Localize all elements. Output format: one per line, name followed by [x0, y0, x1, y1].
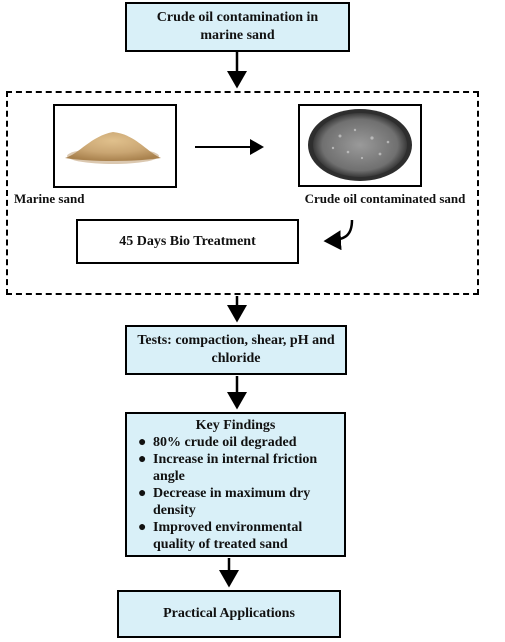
arrow-contaminated-to-treatment — [323, 219, 354, 251]
bullet-icon: ● — [138, 435, 147, 450]
contaminated-sand-caption: Crude oil contaminated sand — [304, 191, 466, 206]
finding-item: ●Increase in internal friction angle — [138, 452, 318, 484]
contaminated-sand-image — [298, 104, 422, 187]
petri-dish-icon — [308, 109, 412, 181]
finding-item: ●80% crude oil degraded — [138, 435, 297, 450]
bullet-icon: ● — [138, 520, 147, 535]
finding-item: ●Decrease in maximum dry density — [138, 486, 311, 518]
contamination-label: Crude oil contamination in marine sand — [156, 10, 319, 43]
contamination-box: Crude oil contamination in marine sand — [125, 2, 350, 52]
marine-sand-caption: Marine sand — [14, 191, 85, 206]
key-findings-box: Key Findings ●80% crude oil degraded ●In… — [125, 412, 346, 557]
process-frame — [6, 91, 479, 295]
bullet-icon: ● — [138, 452, 147, 467]
finding-item: ●Improved environmental quality of treat… — [138, 520, 303, 552]
applications-label: Practical Applications — [163, 606, 295, 621]
marine-sand-image — [53, 104, 177, 188]
tests-box: Tests: compaction, shear, pH and chlorid… — [125, 325, 347, 375]
key-findings-list: ●80% crude oil degraded ●Increase in int… — [133, 434, 338, 553]
treatment-label: 45 Days Bio Treatment — [119, 233, 256, 249]
tests-label: Tests: compaction, shear, pH and chlorid… — [137, 333, 335, 366]
applications-box: Practical Applications — [117, 590, 341, 638]
treatment-box: 45 Days Bio Treatment — [76, 219, 299, 264]
sand-pile-icon — [65, 132, 161, 164]
key-findings-title: Key Findings — [195, 418, 276, 433]
bullet-icon: ● — [138, 486, 147, 501]
